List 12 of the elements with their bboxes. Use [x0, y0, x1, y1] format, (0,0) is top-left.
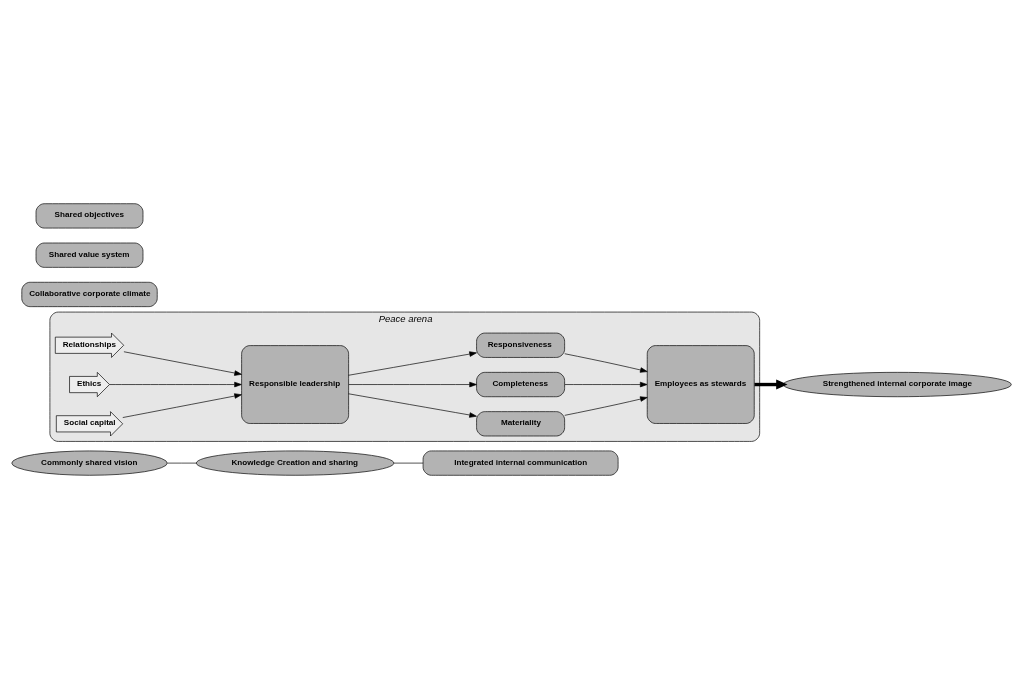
- connector: [167, 462, 197, 464]
- arrow: [754, 379, 788, 390]
- arrow: [348, 381, 477, 388]
- arrow: [564, 353, 648, 373]
- arrow: [109, 381, 242, 388]
- arrow: [123, 351, 242, 376]
- arrow: [122, 393, 242, 418]
- arrow: [564, 396, 648, 416]
- arrow: [348, 351, 477, 376]
- connector: [393, 462, 424, 464]
- arrow: [564, 381, 648, 388]
- arrow: [348, 393, 477, 418]
